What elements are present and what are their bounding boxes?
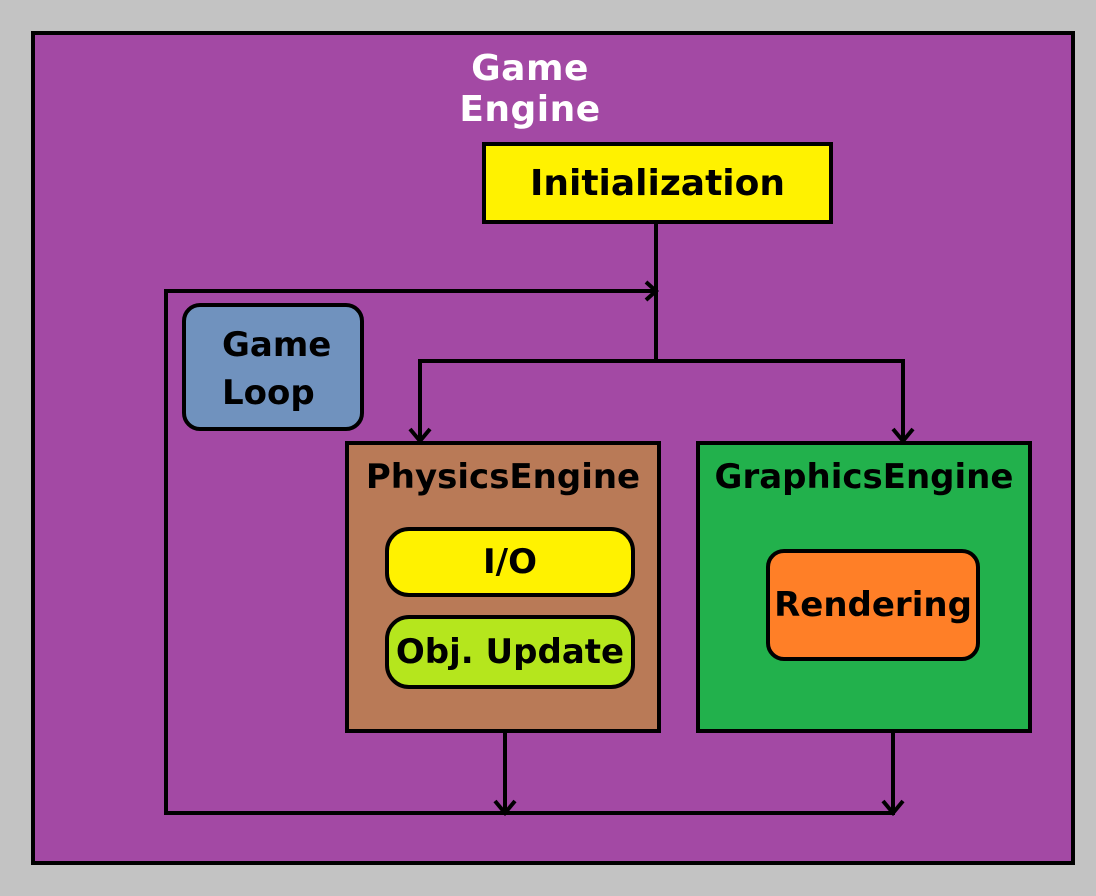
game-loop-line-1: Game [222,325,332,365]
graphics-engine-node: GraphicsEngine Rendering [696,441,1032,733]
game-loop-label: Game Loop [182,303,364,431]
rendering-node: Rendering [766,549,980,661]
physics-engine-node: PhysicsEngine I/O Obj. Update [345,441,661,733]
initialization-node: Initialization [482,142,833,224]
physics-engine-label: PhysicsEngine [365,457,641,497]
diagram-title: Game Engine [459,48,601,130]
game-loop-line-2: Loop [222,373,315,413]
obj-update-node: Obj. Update [385,615,635,689]
graphics-engine-label: GraphicsEngine [714,457,1014,497]
io-node: I/O [385,527,635,597]
